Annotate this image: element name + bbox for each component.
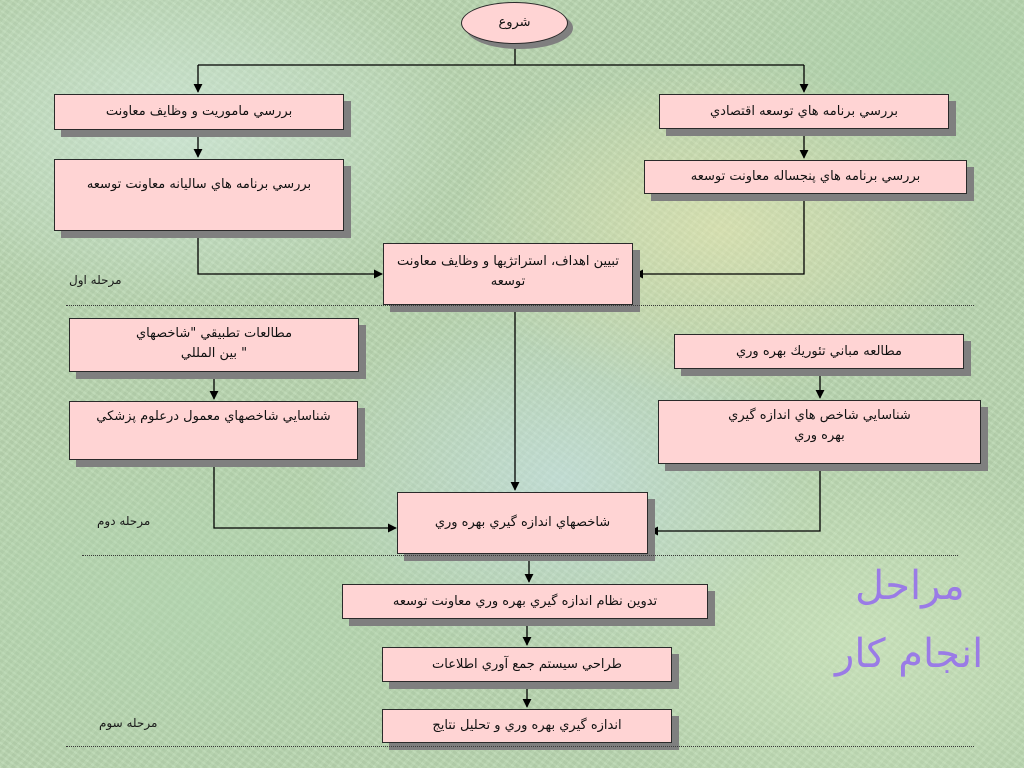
data-collection-box: طراحي سيستم جمع آوري اطلاعات <box>382 647 672 682</box>
theory-study-box: مطالعه مباني تئوريك بهره وري <box>674 334 964 369</box>
measurement-system-box: تدوين نظام اندازه گيري بهره وري معاونت ت… <box>342 584 708 619</box>
connector-annual-to-goals <box>197 231 383 279</box>
stage-third-label: مرحله سوم <box>99 716 158 730</box>
title-line-2: انجام کار <box>835 631 984 677</box>
five-year-plans-review-box: بررسي برنامه هاي پنجساله معاونت توسعه <box>644 160 967 194</box>
measurement-indicators-box: شناسايي شاخص هاي اندازه گيري بهره وري <box>658 400 981 464</box>
title-line-1: مراحل <box>855 563 965 609</box>
stage-second-divider <box>82 555 958 556</box>
measure-analyze-box: اندازه گيري بهره وري و تحليل نتايج <box>382 709 672 743</box>
connector-measurement-to-indicators <box>649 464 821 536</box>
intl-indicators-study-box: مطالعات تطبيقي "شاخصهاي " بين المللي <box>69 318 359 372</box>
connector-medical-to-indicators <box>213 460 397 533</box>
medical-indicators-box: شناسايي شاخصهاي معمول درعلوم پزشكي <box>69 401 358 460</box>
define-goals-box: تبيين اهداف، استراتژيها و وظايف معاونت ت… <box>383 243 633 305</box>
productivity-indicators-box: شاخصهاي اندازه گيري بهره وري <box>397 492 648 554</box>
stage-second-label: مرحله دوم <box>97 514 151 528</box>
stage-first-label: مرحله اول <box>69 273 122 287</box>
mission-review-box: بررسي ماموريت و وظايف معاونت <box>54 94 344 130</box>
economic-plans-review-box: بررسي برنامه هاي توسعه اقتصادي <box>659 94 949 129</box>
connector-start-split <box>198 44 804 66</box>
annual-plans-review-box: بررسي برنامه هاي ساليانه معاونت توسعه <box>54 159 344 231</box>
stage-third-divider <box>66 746 974 747</box>
start-node: شروع <box>461 2 568 44</box>
connector-five-year-to-goals <box>634 194 805 279</box>
stage-first-divider <box>66 305 974 306</box>
